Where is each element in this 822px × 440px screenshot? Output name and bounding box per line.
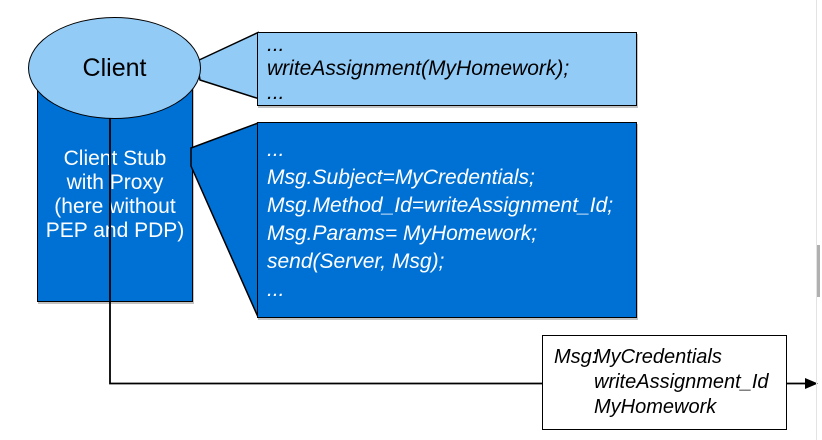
stub-code-callout: ... Msg.Subject=MyCredentials; Msg.Metho… — [257, 122, 637, 318]
code-line: send(Server, Msg); — [267, 250, 445, 273]
client-stub-label-line: (here without — [54, 195, 176, 218]
message-value: writeAssignment_Id — [594, 371, 769, 393]
scrollbar-track[interactable] — [816, 0, 817, 440]
message-box-label: Msg: — [554, 346, 598, 368]
code-line: ... — [267, 33, 285, 56]
client-stub-label-line: with Proxy — [66, 171, 164, 194]
callout-pointer-client — [196, 31, 259, 100]
client-label: Client — [82, 53, 147, 82]
message-value: MyCredentials — [594, 346, 722, 368]
code-line: Msg.Params= MyHomework; — [267, 222, 538, 245]
client-stub-label-line: Client Stub — [63, 147, 167, 170]
code-line: Msg.Subject=MyCredentials; — [267, 166, 535, 189]
code-line: Msg.Method_Id=writeAssignment_Id; — [267, 194, 614, 217]
scrollbar-thumb[interactable] — [817, 245, 820, 297]
message-box: Msg: MyCredentials writeAssignment_Id My… — [542, 335, 787, 430]
message-label-spacer — [554, 370, 594, 395]
client-node: Client — [28, 17, 201, 119]
client-code-callout: ... writeAssignment(MyHomework); ... — [257, 32, 637, 106]
message-label-spacer — [554, 395, 594, 420]
callout-pointer-stub — [190, 121, 259, 318]
code-line: ... — [267, 81, 285, 104]
code-line: ... — [267, 138, 285, 161]
code-line: ... — [267, 278, 285, 301]
code-line: writeAssignment(MyHomework); — [267, 57, 570, 80]
message-value: MyHomework — [594, 396, 717, 418]
client-stub-label-line: PEP and PDP) — [45, 219, 185, 242]
